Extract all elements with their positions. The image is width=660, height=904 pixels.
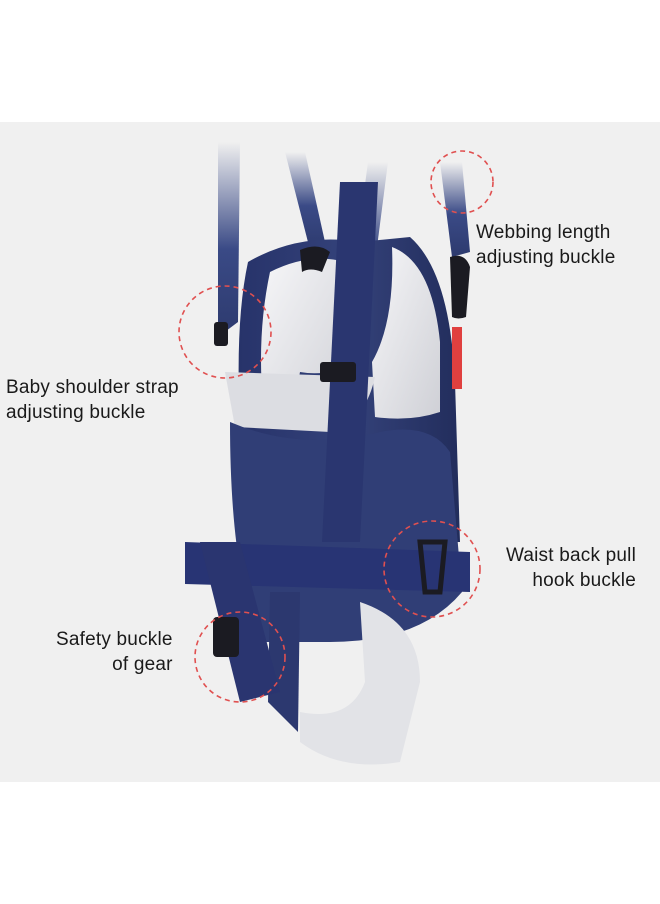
baby-walker-harness-illustration (178, 142, 494, 765)
callout-line-2: of gear (112, 654, 173, 675)
callout-shoulder-buckle: Baby shoulder strap adjusting buckle (6, 375, 179, 425)
side-strap (200, 542, 280, 702)
webbing-ring (430, 150, 494, 214)
shoulder-ring (178, 285, 272, 379)
product-photo (0, 122, 660, 782)
callout-line-2: adjusting buckle (6, 402, 146, 423)
callout-waist-buckle: Waist back pull hook buckle (506, 543, 636, 593)
waist-ring (383, 520, 481, 618)
callout-line-1: Waist back pull (505, 545, 636, 566)
callout-line-1: Baby shoulder strap (6, 377, 179, 398)
leg-loop-lining (300, 602, 420, 765)
waist-belt (185, 542, 470, 592)
callout-line-1: Webbing length (476, 222, 611, 243)
shoulder-buckle (320, 362, 356, 382)
safety-buckle (213, 617, 239, 657)
waist-d-ring (417, 539, 448, 595)
callout-safety-buckle: Safety buckle of gear (56, 627, 173, 677)
red-tag (452, 327, 462, 389)
callout-line-2: hook buckle (532, 570, 636, 591)
callout-line-1: Safety buckle (56, 629, 173, 650)
top-snap-hook-right (450, 255, 470, 319)
top-snap-hook-left (300, 246, 330, 272)
leg-strap (268, 592, 300, 732)
callout-line-2: adjusting buckle (476, 247, 616, 268)
callout-rings (178, 150, 494, 703)
safety-ring (194, 611, 286, 703)
harness-right-lining (372, 247, 440, 419)
callout-webbing-buckle: Webbing length adjusting buckle (476, 220, 615, 270)
left-strap-buckle (214, 322, 228, 346)
